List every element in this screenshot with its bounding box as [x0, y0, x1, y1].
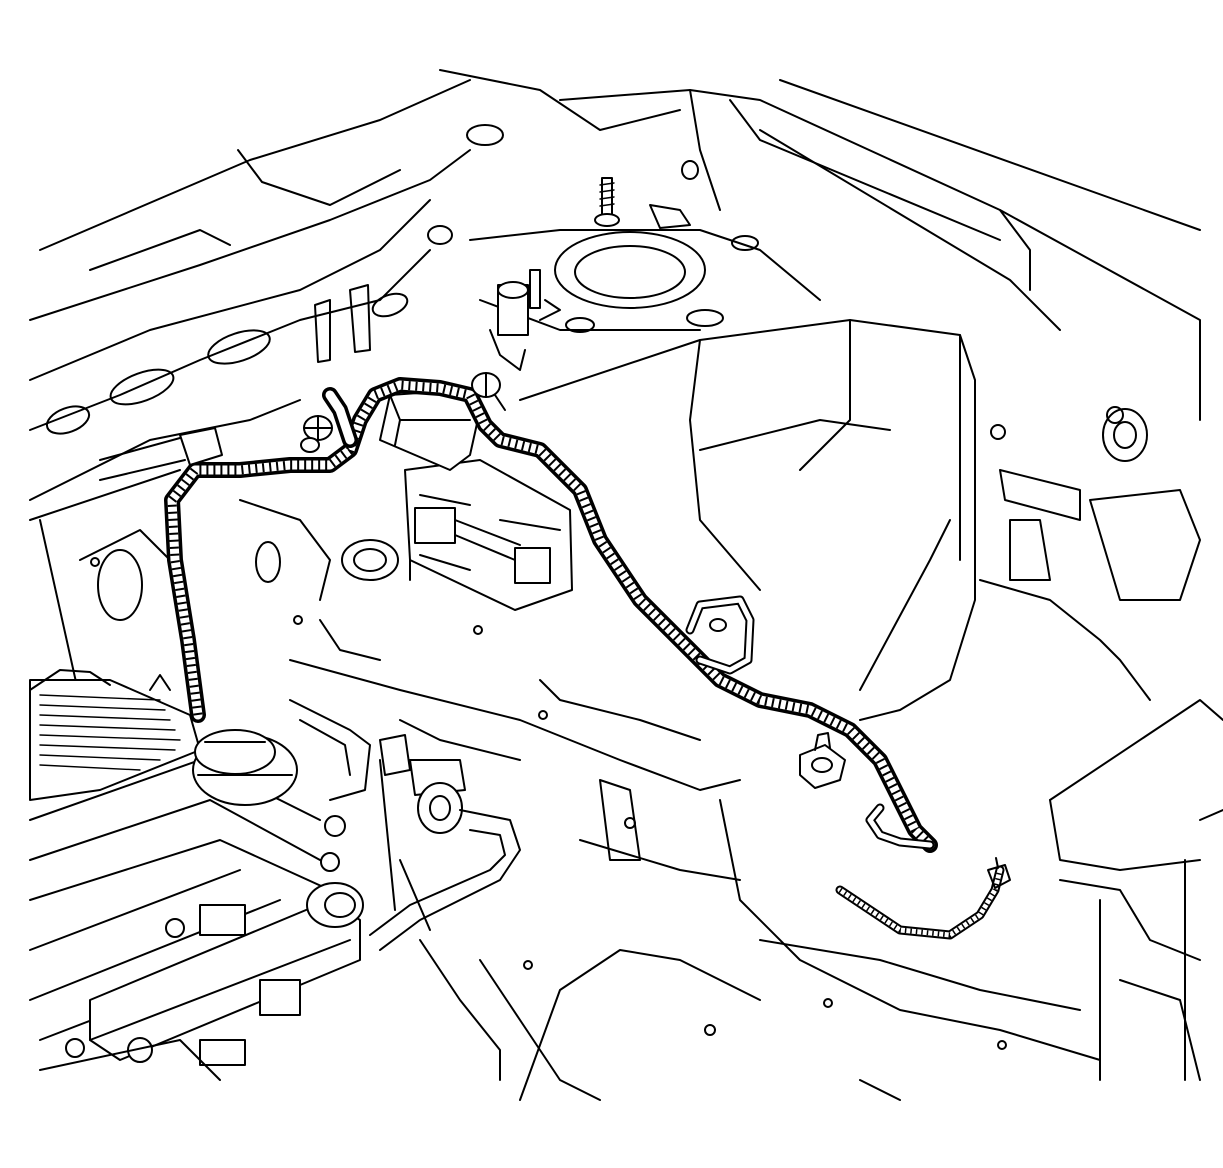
main-wiring-harness — [164, 377, 938, 853]
lower-bulkhead-panel — [289, 489, 1101, 1101]
harness-connector-block — [379, 389, 481, 471]
oil-filler-cap — [192, 729, 298, 806]
upper-left-body-panels — [29, 69, 681, 521]
hose-fittings-top — [489, 269, 561, 371]
stud-bolts — [594, 177, 846, 789]
fender-liner-panel — [519, 319, 976, 721]
mounting-bracket-plate — [404, 459, 573, 611]
left-hose-clamp — [99, 427, 223, 481]
left-engine-harness-lead — [29, 669, 171, 691]
fuel-injector-rail — [39, 815, 364, 1081]
right-side-panels — [979, 406, 1223, 1081]
coolant-hose — [289, 699, 521, 1081]
ground-wire — [835, 857, 1011, 940]
harness-clips — [300, 372, 506, 453]
strut-tower-and-fender — [469, 79, 1201, 421]
